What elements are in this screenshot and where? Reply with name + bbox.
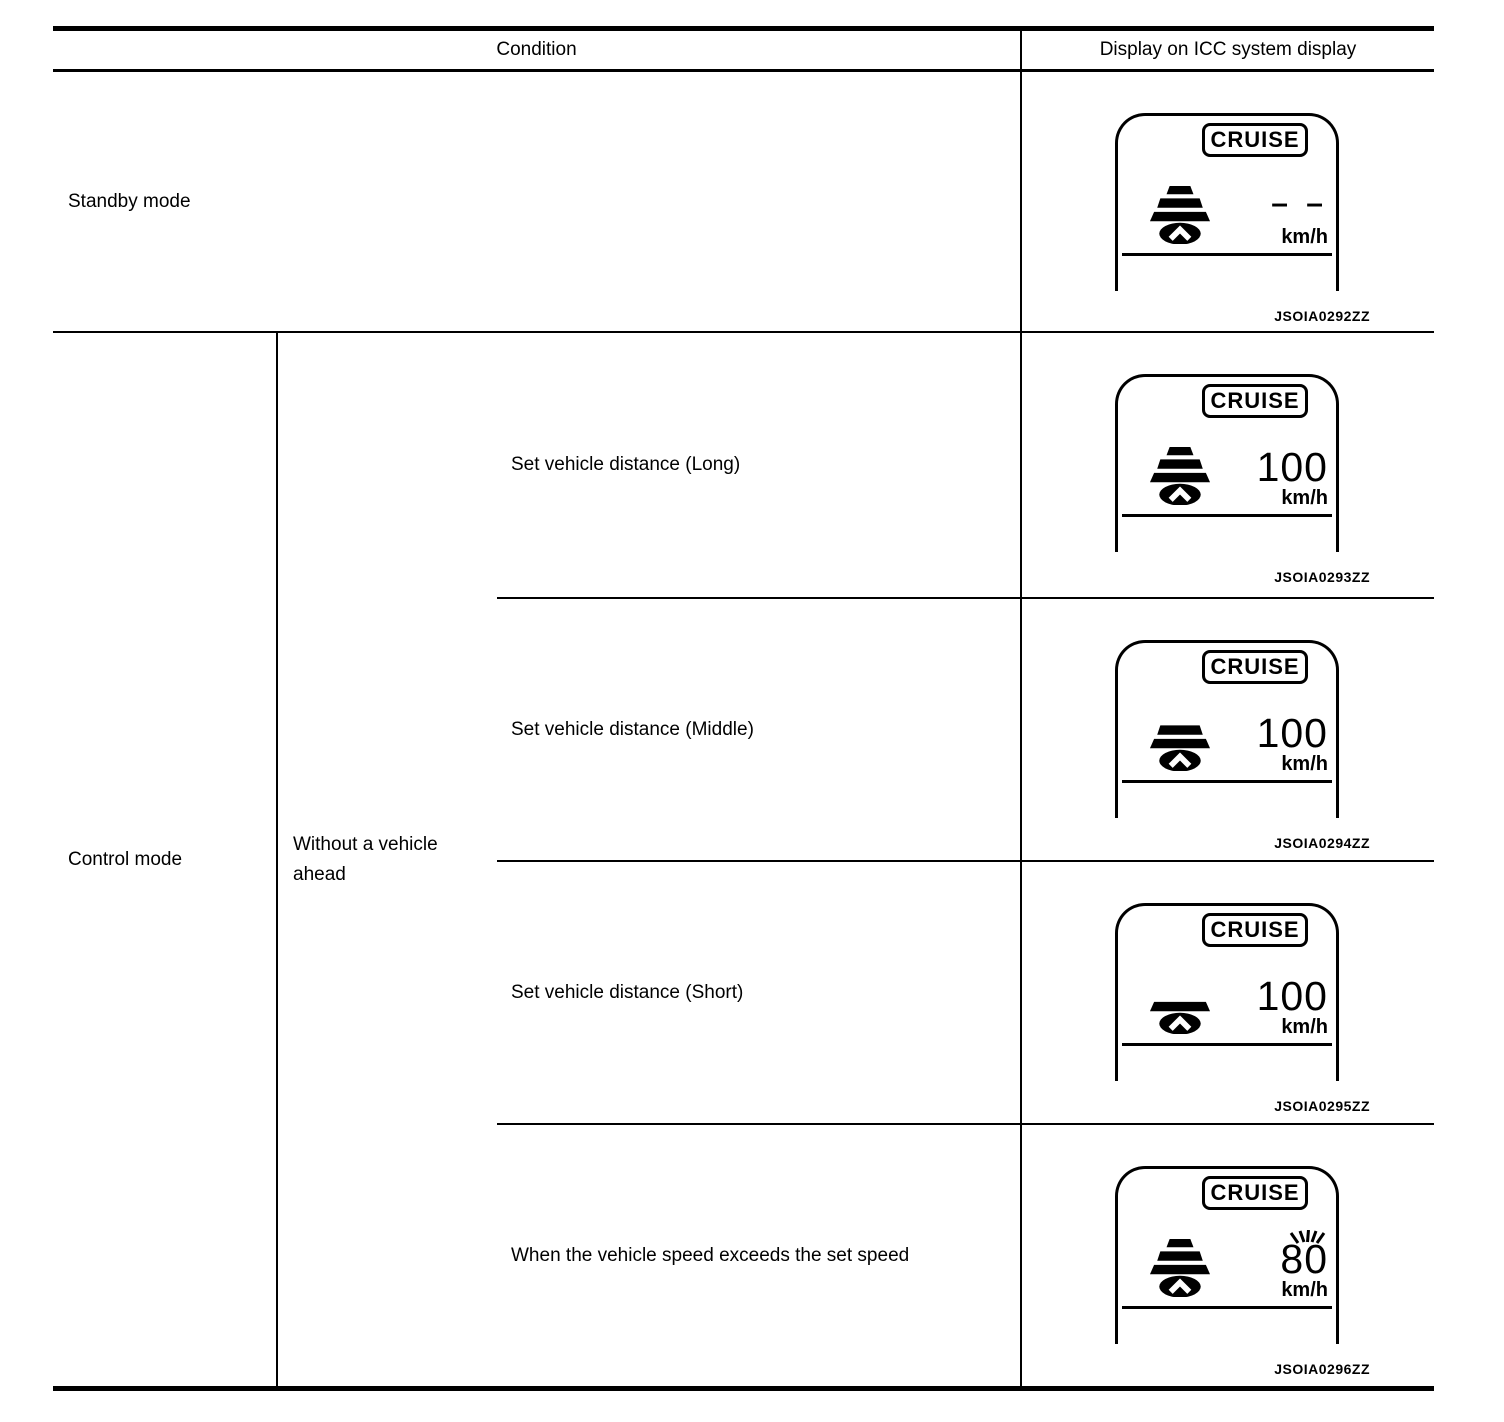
condition-short-label: Set vehicle distance (Short) [511, 981, 744, 1003]
speed-unit: km/h [1281, 487, 1328, 509]
set-speed-value: 100 [1256, 710, 1328, 756]
speed-readout: 100 km/h [1256, 973, 1328, 1038]
control-mode-subtable: Set vehicle distance (Long) CRUISE [497, 333, 1434, 1386]
display-cell-middle: CRUISE 100 km/h [1020, 599, 1434, 860]
table-row: When the vehicle speed exceeds the set s… [497, 1123, 1434, 1386]
gauge-separator-line [1122, 253, 1332, 256]
icc-gauge-standby: CRUISE – – km/h [1115, 113, 1339, 291]
cruise-indicator: CRUISE [1202, 913, 1308, 947]
control-mode-label: Control mode [68, 848, 183, 870]
figure-code: JSOIA0296ZZ [1274, 1361, 1370, 1377]
condition-middle-label: Set vehicle distance (Middle) [511, 718, 754, 740]
condition-exceeds-label: When the vehicle speed exceeds the set s… [511, 1244, 910, 1266]
vehicle-distance-icon [1148, 447, 1212, 505]
speed-unit: km/h [1281, 753, 1328, 775]
flashing-indicator-icon [1289, 1230, 1326, 1244]
icc-gauge-long: CRUISE 100 km/h [1115, 374, 1339, 552]
vehicle-distance-icon [1148, 186, 1212, 244]
set-speed-value: 80 [1280, 1236, 1328, 1282]
control-mode-row: Control mode Without a vehicle ahead Set… [53, 333, 1434, 1386]
display-cell-short: CRUISE 100 km/h [1020, 862, 1434, 1123]
figure-code: JSOIA0294ZZ [1274, 835, 1370, 851]
vehicle-distance-icon [1148, 976, 1212, 1034]
table-row: Set vehicle distance (Short) CRUISE [497, 860, 1434, 1123]
speed-readout: 80 km/h [1280, 1230, 1328, 1301]
icc-gauge-short: CRUISE 100 km/h [1115, 903, 1339, 1081]
icc-gauge-exceeds: CRUISE [1115, 1166, 1339, 1344]
set-speed-value: 100 [1256, 444, 1328, 490]
display-cell-exceeds: CRUISE [1020, 1125, 1434, 1386]
set-speed-value: 100 [1256, 973, 1328, 1019]
figure-code: JSOIA0292ZZ [1274, 308, 1370, 324]
display-cell-long: CRUISE 100 km/h [1020, 333, 1434, 597]
speed-unit: km/h [1281, 226, 1328, 248]
speed-readout: 100 km/h [1256, 710, 1328, 775]
vehicle-distance-icon [1148, 1239, 1212, 1297]
gauge-separator-line [1122, 1043, 1332, 1046]
vehicle-distance-icon [1148, 713, 1212, 771]
gauge-separator-line [1122, 1306, 1332, 1309]
speed-unit: km/h [1281, 1016, 1328, 1038]
standby-display-cell: CRUISE – – km/h JSOIA0292ZZ [1020, 72, 1434, 331]
figure-code: JSOIA0295ZZ [1274, 1098, 1370, 1114]
speed-readout: 100 km/h [1256, 444, 1328, 509]
icc-display-condition-table: Condition Display on ICC system display … [53, 26, 1434, 1391]
gauge-separator-line [1122, 780, 1332, 783]
without-vehicle-ahead-label: Without a vehicle ahead [276, 333, 497, 1386]
cruise-indicator: CRUISE [1202, 123, 1308, 157]
table-row: Set vehicle distance (Long) CRUISE [497, 333, 1434, 597]
speed-readout: – – km/h [1271, 186, 1328, 247]
gauge-separator-line [1122, 514, 1332, 517]
table-row: Set vehicle distance (Middle) CRUISE [497, 597, 1434, 860]
standby-mode-label: Standby mode [68, 190, 191, 212]
icc-gauge-middle: CRUISE 100 km/h [1115, 640, 1339, 818]
figure-code: JSOIA0293ZZ [1274, 569, 1370, 585]
cruise-indicator: CRUISE [1202, 650, 1308, 684]
cruise-indicator: CRUISE [1202, 1176, 1308, 1210]
speed-unit: km/h [1281, 1279, 1328, 1301]
condition-long-label: Set vehicle distance (Long) [511, 454, 741, 475]
set-speed-value: – – [1271, 187, 1328, 220]
display-column-header: Display on ICC system display [1020, 31, 1434, 69]
table-header-row: Condition Display on ICC system display [53, 31, 1434, 72]
standby-mode-row: Standby mode CRUISE – – km/h [53, 72, 1434, 333]
cruise-indicator: CRUISE [1202, 384, 1308, 418]
condition-column-header: Condition [496, 39, 577, 60]
